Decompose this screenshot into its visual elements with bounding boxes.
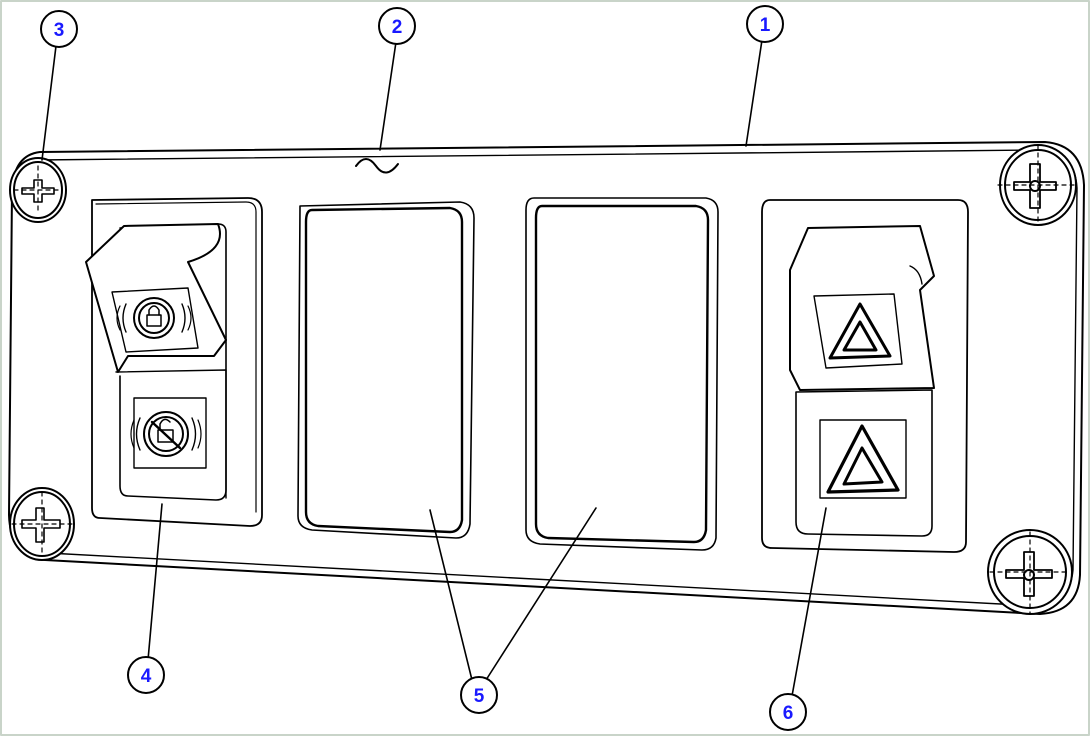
hazard-triangle-icon: [819, 419, 907, 499]
screw-top-right: [997, 144, 1079, 226]
break-symbol: [355, 158, 399, 174]
callout-2: 2: [378, 7, 416, 45]
brake-lock-icon: [111, 287, 199, 353]
callout-6: 6: [769, 693, 807, 731]
leader-lines: [41, 39, 827, 697]
callout-label: 4: [141, 666, 152, 687]
callout-label: 5: [474, 686, 485, 707]
brake-unlock-icon: [130, 397, 207, 469]
callout-1: 1: [746, 5, 784, 43]
parking-brake-switch: [85, 197, 263, 527]
callout-5: 5: [460, 676, 498, 714]
blank-plug-right: [525, 197, 719, 551]
screw-top-left: [9, 157, 67, 223]
callout-3: 3: [40, 10, 78, 48]
callout-4: 4: [127, 656, 165, 694]
hazard-switch: [761, 199, 969, 553]
hazard-triangle-icon: [813, 293, 903, 369]
screw-bottom-right: [987, 529, 1073, 615]
screw-bottom-left: [9, 487, 75, 561]
callout-label: 2: [392, 17, 403, 38]
callout-label: 1: [760, 15, 771, 36]
blank-plug-left: [297, 201, 475, 539]
callout-label: 3: [54, 20, 65, 41]
callout-label: 6: [783, 703, 794, 724]
